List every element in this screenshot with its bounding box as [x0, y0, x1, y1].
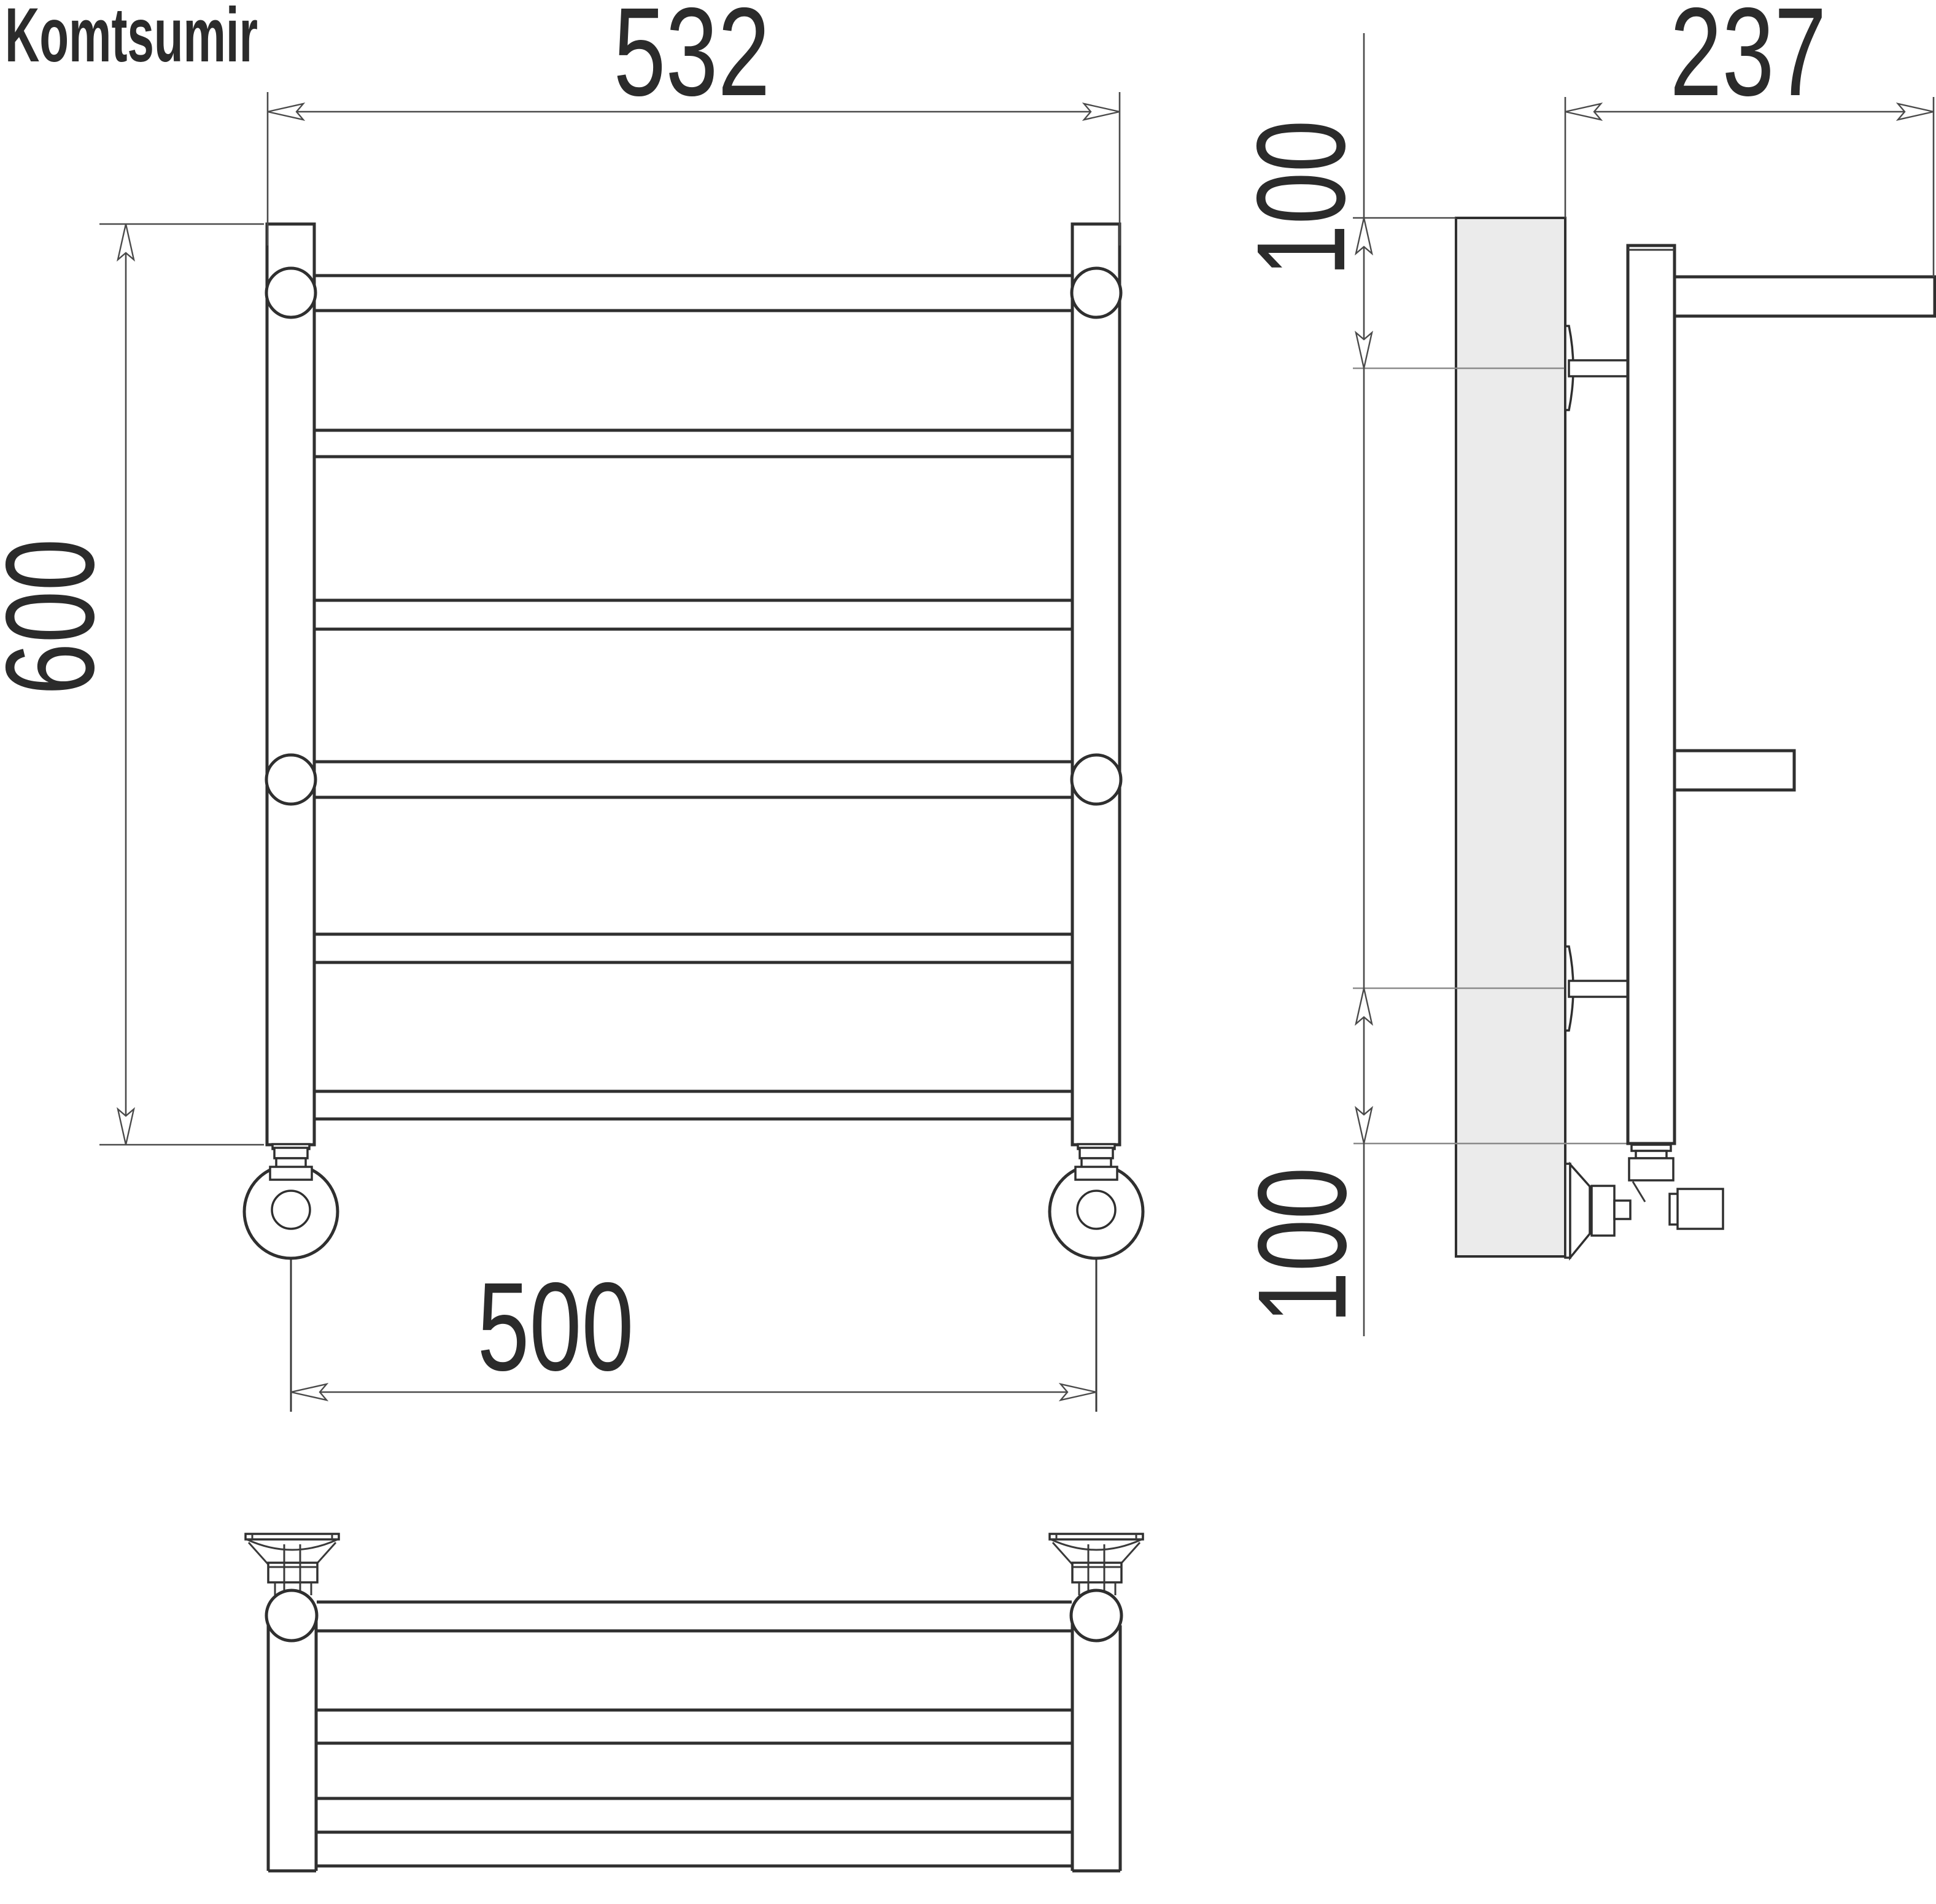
rung-4-middle	[312, 760, 1074, 799]
plan-left-post-circle	[265, 1589, 319, 1643]
upper-bracket	[1564, 325, 1629, 411]
dim-label-100-top: 100	[1231, 120, 1371, 277]
left-valve-nut	[273, 1147, 309, 1159]
right-valve-block	[1074, 1166, 1118, 1181]
rung-1-left-boss	[265, 266, 317, 319]
brand-logo-text: Komtsumir	[5, 0, 258, 78]
wall-pipe-nut	[1590, 1185, 1616, 1237]
side-valve	[1564, 1144, 1724, 1261]
side-valve-neck	[1635, 1150, 1668, 1159]
dimension-overall-height: 600	[0, 223, 264, 1146]
rung-4-left-boss	[265, 753, 317, 806]
side-view: 237 100 100	[1231, 0, 1936, 1336]
dim-label-500: 500	[478, 1256, 634, 1397]
dim-label-600: 600	[0, 539, 120, 695]
rung-5	[312, 932, 1074, 964]
rung-2	[312, 428, 1074, 459]
rung-1-top	[312, 274, 1074, 312]
left-valve-inner-circle	[271, 1190, 311, 1230]
post-side-profile	[1626, 244, 1676, 1145]
right-valve-nut	[1078, 1147, 1114, 1159]
dimension-overall-width: 532	[266, 0, 1121, 246]
middle-rung-stub	[1673, 749, 1796, 792]
left-valve-block	[269, 1166, 313, 1181]
right-valve	[1048, 1143, 1145, 1260]
right-post	[1071, 222, 1121, 1147]
plan-right-arm	[1071, 1618, 1122, 1873]
top-view	[244, 1533, 1144, 1873]
lower-bracket	[1564, 945, 1629, 1032]
side-valve-block	[1628, 1157, 1675, 1182]
left-valve	[242, 1143, 339, 1260]
dim-label-237: 237	[1670, 0, 1827, 122]
plan-left-bracket	[244, 1533, 340, 1596]
rung-1-right-boss	[1070, 266, 1123, 319]
wall-pipe-connector	[1613, 1199, 1632, 1220]
rung-6	[312, 1089, 1074, 1121]
front-view: 532 600 500	[0, 0, 1145, 1412]
shelf-tube-side	[1673, 275, 1936, 318]
rung-4-right-boss	[1070, 753, 1123, 806]
plan-right-bracket	[1048, 1533, 1144, 1596]
side-valve-outlet-pipe	[1676, 1188, 1724, 1230]
wall-section	[1455, 217, 1566, 1258]
plan-left-arm	[266, 1618, 318, 1873]
left-post	[265, 222, 316, 1147]
dimension-bracket-offsets: 100 100	[1231, 33, 1373, 1336]
rung-3	[312, 598, 1074, 631]
dim-label-100-bottom: 100	[1232, 1167, 1373, 1324]
dimension-depth: 237	[1564, 0, 1935, 277]
dim-label-532: 532	[614, 0, 770, 122]
lower-bracket-pin	[1568, 980, 1629, 998]
side-valve-handle-line	[1632, 1181, 1646, 1202]
dimension-axis-spacing: 500	[290, 1256, 1098, 1401]
plan-right-post-circle	[1069, 1589, 1123, 1643]
wall-pipe-cone	[1569, 1161, 1591, 1261]
upper-bracket-pin	[1568, 359, 1629, 377]
right-valve-inner-circle	[1076, 1190, 1117, 1230]
